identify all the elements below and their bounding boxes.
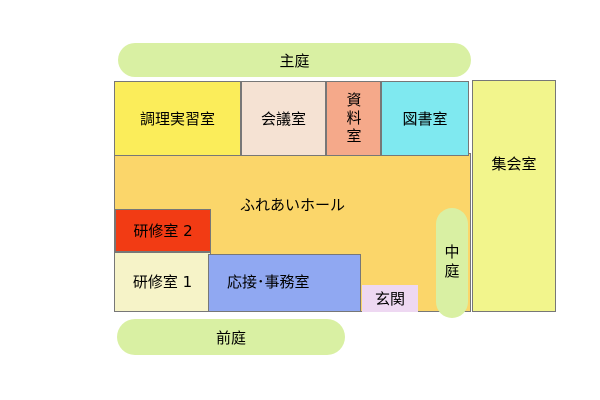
room-training-1-label: 研修室 1: [132, 273, 193, 291]
main-garden: 主庭: [118, 43, 471, 77]
front-garden-label: 前庭: [215, 328, 246, 347]
room-library-label: 図書室: [402, 109, 448, 128]
front-garden: 前庭: [117, 319, 345, 355]
room-cooking-label: 調理実習室: [139, 109, 215, 128]
room-cooking: 調理実習室: [114, 81, 241, 156]
room-training-2-label: 研修室 2: [133, 221, 193, 240]
hall-label: ふれあいホール: [239, 196, 345, 214]
room-assembly: 集会室: [472, 80, 556, 312]
room-reception: 応接･事務室: [208, 254, 361, 312]
room-reception-label: 応接･事務室: [227, 273, 310, 291]
room-library: 図書室: [381, 81, 469, 156]
middle-garden: 中庭: [436, 208, 468, 318]
main-garden-label: 主庭: [279, 51, 310, 70]
room-training-2: 研修室 2: [115, 209, 211, 252]
room-training-1: 研修室 1: [114, 252, 211, 312]
room-assembly-label: 集会室: [491, 155, 537, 173]
entrance-label: 玄関: [374, 289, 405, 308]
room-archive-label: 資料室: [344, 91, 363, 146]
entrance: 玄関: [362, 285, 418, 312]
room-archive: 資料室: [326, 81, 381, 156]
room-meeting-label: 会議室: [260, 109, 306, 128]
room-meeting: 会議室: [241, 81, 326, 156]
middle-garden-label: 中庭: [442, 244, 461, 282]
